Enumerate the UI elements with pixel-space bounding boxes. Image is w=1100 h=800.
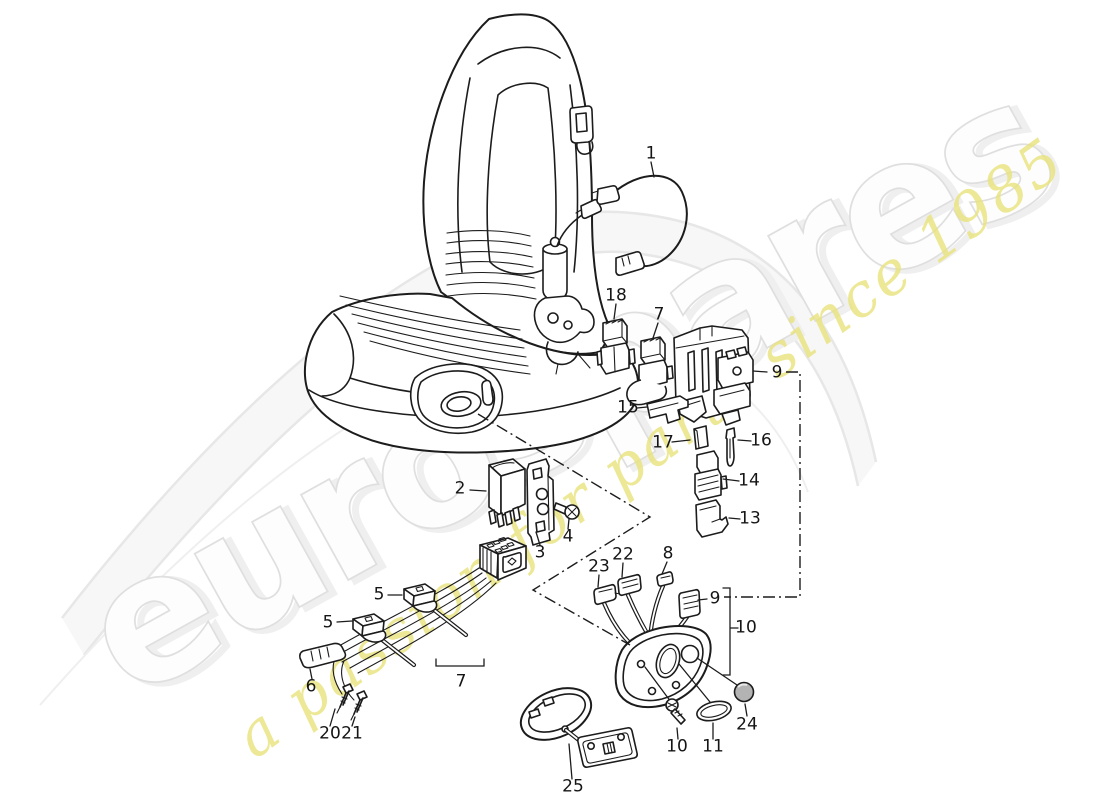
callout-11[interactable]: 11	[702, 736, 724, 757]
callout-24[interactable]: 24	[736, 714, 758, 735]
switch-block-9	[673, 325, 754, 426]
relay-13	[695, 499, 729, 538]
mirror-base-10	[614, 625, 741, 709]
pin-20	[336, 683, 354, 714]
callout-20[interactable]: 20	[319, 723, 341, 744]
callout-2[interactable]: 2	[454, 478, 466, 499]
connector-8	[656, 571, 674, 587]
callout-10[interactable]: 10	[735, 617, 757, 638]
connector-22	[617, 573, 642, 597]
bracket-3	[526, 458, 555, 546]
callout-5[interactable]: 5	[373, 584, 385, 605]
switch-5-lower	[352, 613, 417, 668]
pad-17	[693, 425, 709, 450]
callout-8[interactable]: 8	[662, 543, 674, 564]
screw-10	[665, 698, 686, 725]
callout-16[interactable]: 16	[750, 430, 772, 451]
connector-6	[299, 642, 347, 669]
cap-24	[733, 681, 755, 703]
lens-11	[696, 700, 732, 722]
harness-7	[299, 536, 527, 721]
interior-mirror-25	[519, 687, 638, 768]
callout-23[interactable]: 23	[588, 556, 610, 577]
callout-7[interactable]: 7	[653, 304, 665, 325]
callout-7[interactable]: 7	[455, 671, 467, 692]
connector-14	[694, 450, 728, 501]
callout-5[interactable]: 5	[322, 612, 334, 633]
section-line-9-to-9	[724, 371, 801, 598]
callout-3[interactable]: 3	[534, 542, 546, 563]
switch-18	[596, 318, 636, 375]
bracket-10	[722, 587, 739, 676]
callout-9[interactable]: 9	[771, 362, 783, 383]
switch-5-upper	[403, 583, 469, 638]
callout-15[interactable]: 15	[617, 397, 639, 418]
cable-1	[591, 174, 688, 276]
callout-10[interactable]: 10	[666, 736, 688, 757]
seat-illustration	[303, 13, 640, 454]
connector-9	[678, 588, 701, 620]
bracket-7	[435, 658, 485, 667]
callout-9[interactable]: 9	[709, 588, 721, 609]
callout-13[interactable]: 13	[739, 508, 761, 529]
callout-6[interactable]: 6	[305, 676, 317, 697]
bracket-15	[646, 395, 689, 424]
callout-4[interactable]: 4	[562, 526, 574, 547]
callout-1[interactable]: 1	[645, 143, 657, 164]
pin-16	[725, 427, 736, 467]
relay-2	[488, 458, 526, 528]
callout-21[interactable]: 21	[341, 723, 363, 744]
leader-lines	[309, 161, 768, 780]
screw-4	[553, 502, 580, 520]
callout-18[interactable]: 18	[605, 285, 627, 306]
section-line-seat-to-parts	[477, 413, 652, 646]
connector-23	[593, 583, 621, 606]
pin-21	[350, 690, 368, 721]
callout-17[interactable]: 17	[652, 432, 674, 453]
switch-7	[626, 336, 674, 406]
callout-25[interactable]: 25	[562, 776, 584, 797]
callout-14[interactable]: 14	[738, 470, 760, 491]
reference-lines	[435, 371, 801, 676]
callout-22[interactable]: 22	[612, 544, 634, 565]
